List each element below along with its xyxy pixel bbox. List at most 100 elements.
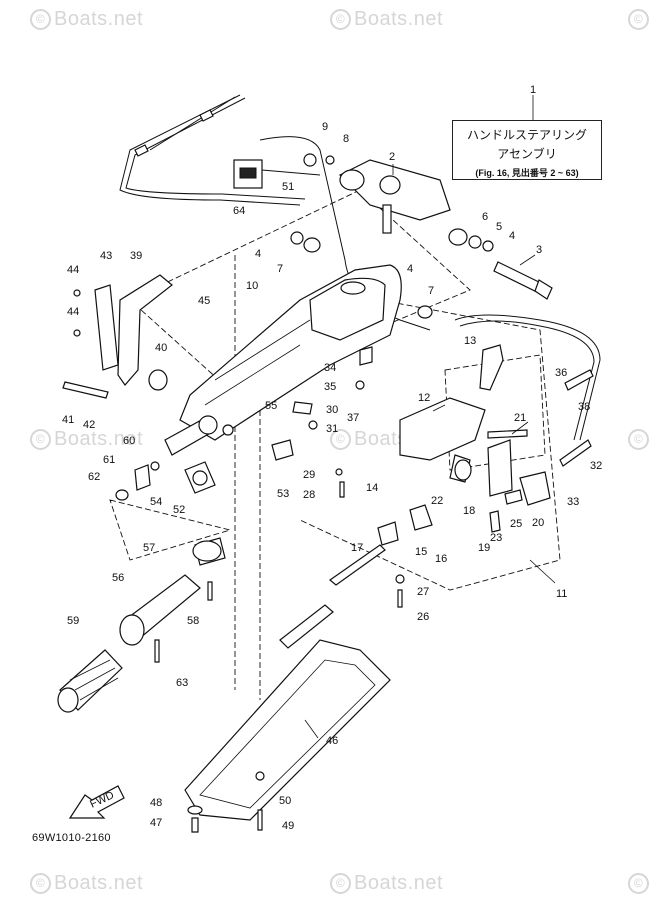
part-label-49: 49 (282, 820, 294, 832)
part-label-23: 23 (490, 532, 502, 544)
part-label-45: 45 (198, 295, 210, 307)
bottom-plate-46 (184, 639, 391, 833)
part-label-40: 40 (155, 342, 167, 354)
part-label-35: 35 (324, 381, 336, 393)
copyright-icon: © (30, 873, 51, 894)
watermark-text: Boats.net (354, 872, 444, 894)
part-label-12: 12 (418, 392, 430, 404)
part-label-15: 15 (415, 546, 427, 558)
part-label-48: 48 (150, 797, 162, 809)
watermark: ©Boats.net (30, 872, 143, 895)
part-label-9: 9 (322, 121, 328, 133)
part-number-labels: 1 2 3 4 4 4 5 6 7 7 8 9 10 11 12 13 14 1… (62, 84, 602, 832)
part-label-3: 3 (536, 244, 542, 256)
part-label-31: 31 (326, 423, 338, 435)
steering-handle-body (164, 264, 402, 456)
watermark-text: Boats.net (54, 872, 144, 894)
part-label-22: 22 (431, 495, 443, 507)
part-label-7: 7 (277, 263, 283, 275)
part-label-20: 20 (532, 517, 544, 529)
part-label-33: 33 (567, 496, 579, 508)
part-label-13: 13 (464, 335, 476, 347)
callout-line-1: ハンドルステアリング (466, 128, 587, 142)
part-label-43: 43 (100, 250, 112, 262)
part-label-30: 30 (326, 404, 338, 416)
watermark: ©Boats.net (30, 428, 143, 451)
part-label-44: 44 (67, 264, 79, 276)
watermark: © (628, 428, 652, 451)
copyright-icon: © (30, 9, 51, 30)
part-label-51: 51 (282, 181, 294, 193)
part-label-54: 54 (150, 496, 162, 508)
part-label-39: 39 (130, 250, 142, 262)
part-label-27: 27 (417, 586, 429, 598)
watermark-text: Boats.net (354, 8, 444, 30)
part-label-38: 38 (578, 401, 590, 413)
copyright-icon: © (330, 873, 351, 894)
part-label-52: 52 (173, 504, 185, 516)
part-label-42: 42 (83, 419, 95, 431)
part-label-1: 1 (530, 84, 536, 96)
part-label-62: 62 (88, 471, 100, 483)
part-label-63: 63 (176, 677, 188, 689)
part-label-29: 29 (303, 469, 315, 481)
bracket-parts (290, 153, 553, 319)
part-label-4: 4 (255, 248, 261, 260)
part-label-26: 26 (417, 611, 429, 623)
part-label-7: 7 (428, 285, 434, 297)
side-bracket-parts (62, 274, 173, 399)
part-label-58: 58 (187, 615, 199, 627)
part-label-57: 57 (143, 542, 155, 554)
part-label-18: 18 (463, 505, 475, 517)
part-label-50: 50 (279, 795, 291, 807)
part-label-17: 17 (351, 542, 363, 554)
part-label-6: 6 (482, 211, 488, 223)
throttle-grip-parts (57, 461, 226, 713)
part-label-53: 53 (277, 488, 289, 500)
callout-line-2: アセンブリ (497, 147, 557, 161)
assembly-callout-box: ハンドルステアリング アセンブリ (Fig. 16, 見出番号 2 ~ 63) (452, 120, 602, 180)
part-label-44: 44 (67, 306, 79, 318)
part-label-2: 2 (389, 151, 395, 163)
part-label-8: 8 (343, 133, 349, 145)
part-label-56: 56 (112, 572, 124, 584)
part-label-4: 4 (407, 263, 413, 275)
part-label-11: 11 (556, 588, 567, 600)
part-51-coupler (233, 159, 321, 189)
diagram-code: 69W1010-2160 (32, 832, 111, 844)
part-label-61: 61 (103, 454, 115, 466)
copyright-icon: © (628, 429, 649, 450)
part-label-36: 36 (555, 367, 567, 379)
watermark: ©Boats.net (330, 8, 443, 31)
part-label-21: 21 (514, 412, 526, 424)
part-label-55: 55 (265, 400, 277, 412)
watermark-text: Boats.net (54, 8, 144, 30)
copyright-icon: © (330, 429, 351, 450)
part-label-25: 25 (510, 518, 522, 530)
part-label-59: 59 (67, 615, 79, 627)
part-label-32: 32 (590, 460, 602, 472)
part-label-10: 10 (246, 280, 258, 292)
part-label-64: 64 (233, 205, 245, 217)
part-label-34: 34 (324, 362, 336, 374)
part-label-60: 60 (123, 435, 135, 447)
watermark: ©Boats.net (30, 8, 143, 31)
copyright-icon: © (330, 9, 351, 30)
part-label-47: 47 (150, 817, 162, 829)
leader-lines (304, 95, 556, 739)
part-label-37: 37 (347, 412, 359, 424)
part-label-19: 19 (478, 542, 490, 554)
callout-reference: (Fig. 16, 見出番号 2 ~ 63) (475, 168, 579, 178)
part-label-5: 5 (496, 221, 502, 233)
watermark: ©Boats.net (330, 872, 443, 895)
part-label-28: 28 (303, 489, 315, 501)
part-label-41: 41 (62, 414, 74, 426)
watermark: © (628, 872, 652, 895)
watermark: © (628, 8, 652, 31)
part-label-16: 16 (435, 553, 447, 565)
part-label-14: 14 (366, 482, 378, 494)
copyright-icon: © (30, 429, 51, 450)
copyright-icon: © (628, 873, 649, 894)
fwd-arrow: FWD (68, 785, 125, 819)
